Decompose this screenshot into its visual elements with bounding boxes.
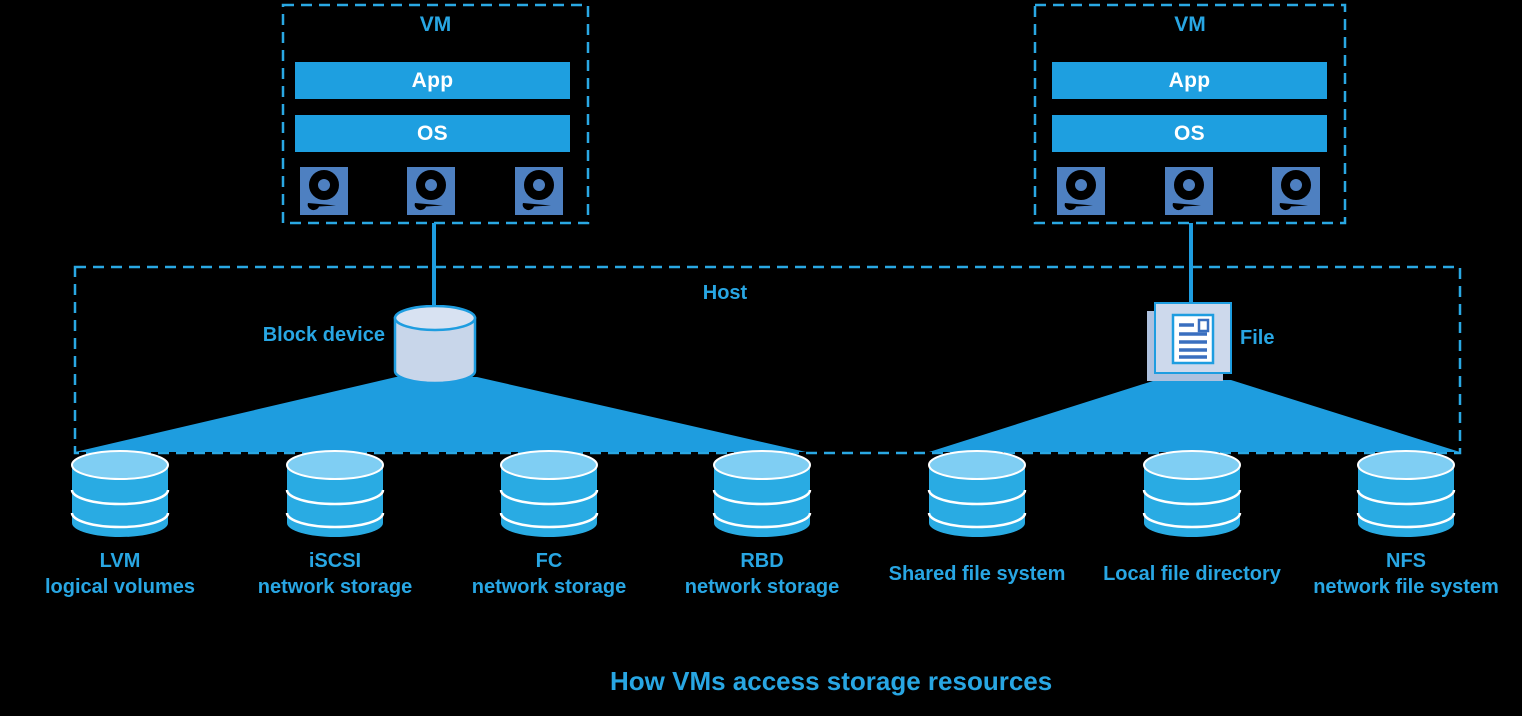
storage-desc: network storage	[471, 576, 627, 598]
block-device-fan	[75, 377, 806, 452]
storage-name: RBD	[740, 550, 784, 572]
storage-desc: network storage	[257, 576, 413, 598]
storage-cylinder-icon	[1355, 450, 1457, 547]
storage-name: LVM	[99, 550, 141, 572]
block-device-cylinder-icon	[392, 304, 478, 392]
storage-name: iSCSI	[308, 550, 362, 572]
disk-drive-icon	[300, 167, 348, 215]
storage-label-fc: FC network storage	[429, 546, 669, 602]
block-device-label: Block device	[262, 324, 385, 346]
storage-label-lvm: LVM logical volumes	[0, 546, 240, 602]
storage-name: FC	[535, 550, 563, 572]
storage-label-rbd: RBD network storage	[642, 546, 882, 602]
vm-os-bar-left: OS	[295, 115, 570, 152]
storage-cylinder-icon	[926, 450, 1028, 547]
disk-drive-icon	[515, 167, 563, 215]
storage-desc: logical volumes	[44, 576, 196, 598]
vm-title-left: VM	[419, 13, 452, 36]
storage-desc: network storage	[684, 576, 840, 598]
storage-name: NFS	[1386, 550, 1426, 572]
storage-cylinder-icon	[498, 450, 600, 547]
vm-title-right: VM	[1174, 13, 1206, 36]
diagram-title: How VMs access storage resources	[610, 666, 1053, 696]
storage-name: Shared file system	[888, 563, 1066, 585]
file-fan	[929, 380, 1460, 452]
disk-drive-icon	[1165, 167, 1213, 215]
vm-app-bar-left: App	[295, 62, 570, 99]
disk-drive-icon	[1272, 167, 1320, 215]
storage-desc: network file system	[1313, 576, 1499, 598]
storage-cylinder-icon	[284, 450, 386, 547]
disk-drive-icon	[1057, 167, 1105, 215]
host-box-border	[73, 265, 1462, 455]
storage-label-iscsi: iSCSI network storage	[215, 546, 455, 602]
storage-label-local-dir: Local file directory	[1072, 546, 1312, 602]
file-label: File	[1240, 327, 1275, 349]
storage-cylinder-icon	[1141, 450, 1243, 547]
vm-os-bar-right: OS	[1052, 115, 1327, 152]
storage-cylinder-icon	[711, 450, 813, 547]
host-title: Host	[702, 282, 748, 304]
disk-drive-icon	[407, 167, 455, 215]
storage-cylinder-icon	[69, 450, 171, 547]
vm-box-border-right	[1033, 3, 1347, 225]
storage-label-shared-fs: Shared file system	[857, 546, 1097, 602]
vm-app-bar-right: App	[1052, 62, 1327, 99]
storage-name: Local file directory	[1103, 563, 1281, 585]
file-document-icon	[1146, 302, 1234, 389]
storage-label-nfs: NFS network file system	[1286, 546, 1522, 602]
